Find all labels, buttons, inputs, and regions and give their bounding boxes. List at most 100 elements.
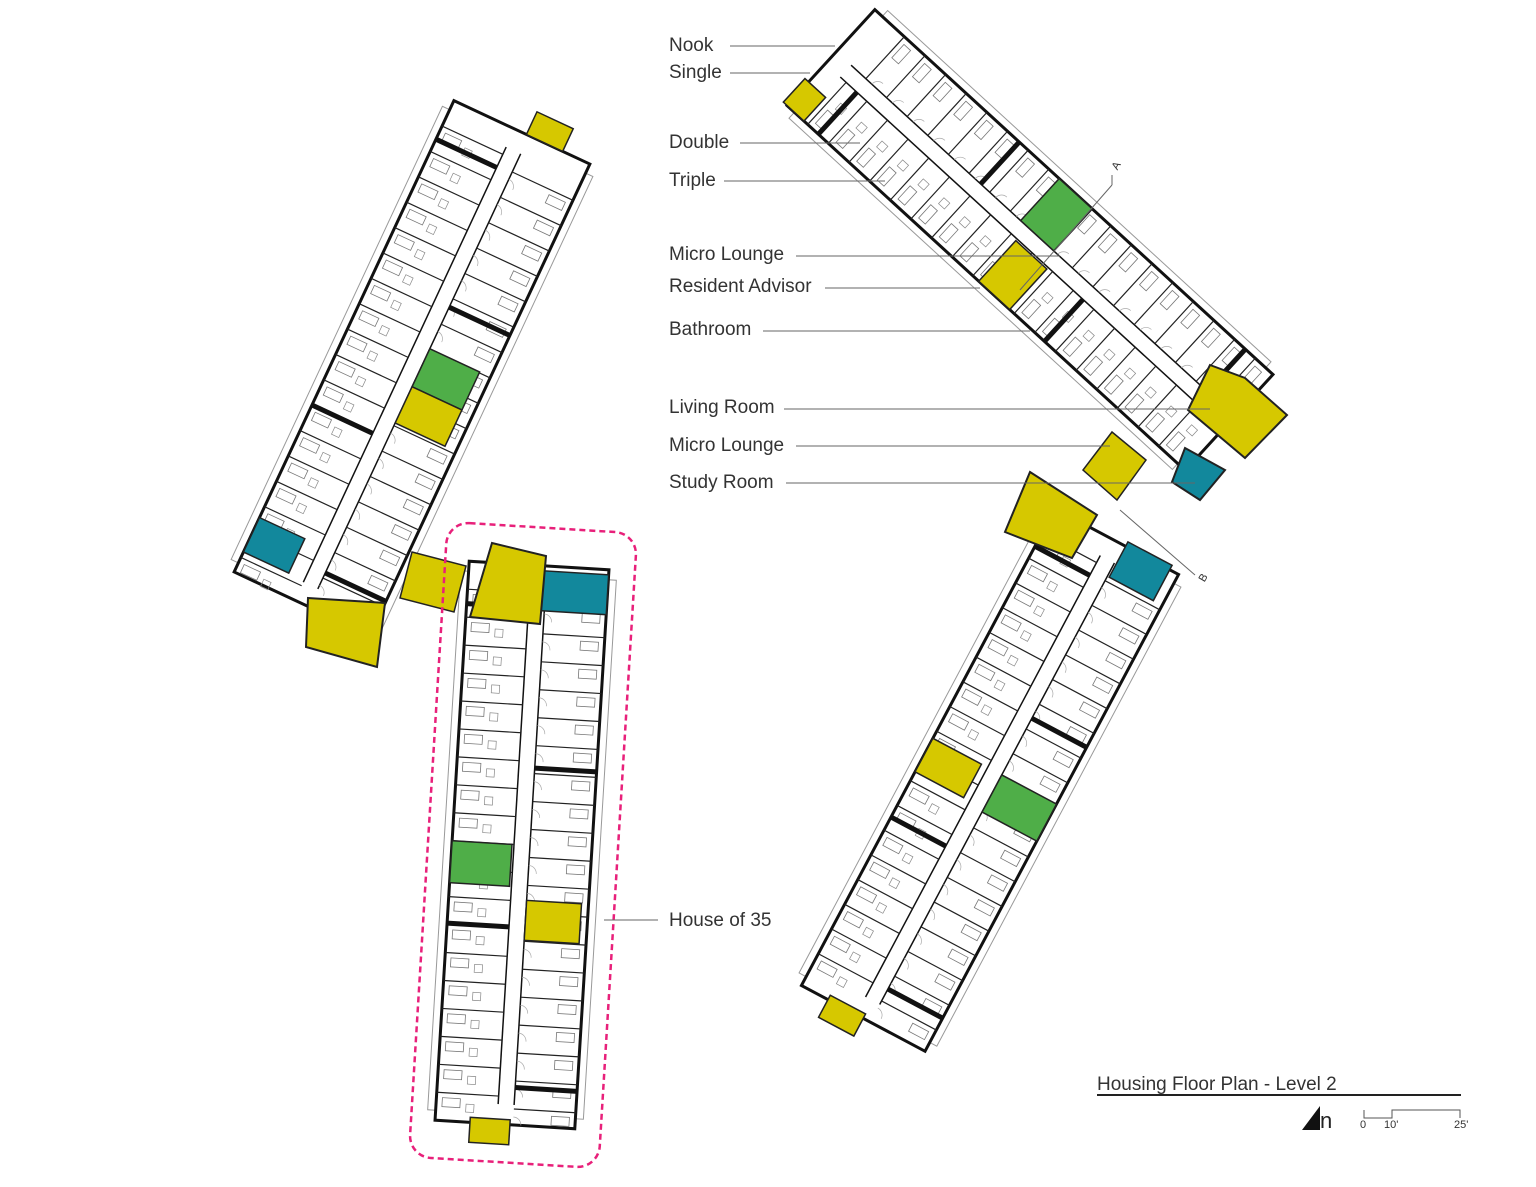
bed (576, 696, 596, 708)
desk (849, 951, 861, 964)
bed (918, 204, 938, 225)
desk (876, 140, 889, 153)
door-swing (956, 859, 962, 871)
door-swing (969, 834, 975, 846)
structural-wall (889, 814, 947, 849)
bed (1026, 564, 1049, 583)
bed (544, 194, 566, 211)
room-partition (276, 480, 338, 511)
room-partition (500, 196, 562, 227)
structural-wall (515, 1085, 578, 1094)
desk (475, 936, 485, 946)
door-swing (954, 156, 966, 161)
bed (1039, 775, 1061, 793)
bed (465, 705, 485, 717)
door-swing (523, 948, 532, 958)
bed (450, 957, 470, 969)
room-partition (394, 227, 456, 257)
room-partition (910, 780, 966, 811)
structural-wall (310, 402, 374, 436)
door-swing (540, 669, 549, 679)
door-swing (485, 229, 491, 241)
advisor-room (448, 839, 513, 888)
room-partition (358, 501, 420, 531)
desk (1019, 630, 1032, 642)
bed (555, 1032, 576, 1043)
door-swing (1022, 735, 1028, 748)
desk (390, 299, 402, 312)
room-partition (524, 940, 587, 946)
desk (466, 1075, 477, 1085)
door-swing (366, 483, 372, 495)
bed (1105, 651, 1127, 670)
bed (370, 284, 392, 302)
label-triple: Triple (669, 170, 716, 191)
door-swing (1087, 612, 1093, 624)
room-partition (406, 201, 468, 232)
door-swing (917, 933, 922, 945)
bed (1097, 233, 1118, 254)
bed (444, 1041, 465, 1053)
room-partition (441, 1007, 504, 1013)
room-partition (951, 214, 992, 258)
bed (559, 976, 579, 988)
room-partition (532, 800, 595, 806)
bed (1000, 614, 1022, 632)
door-swing (1061, 661, 1067, 673)
bed (932, 81, 953, 103)
scale-tick-0: 0 (1360, 1119, 1367, 1131)
room-partition (1013, 271, 1054, 315)
desk (472, 991, 482, 1002)
desk (927, 803, 940, 815)
bed (1083, 355, 1104, 376)
room-partition (894, 975, 950, 1006)
bed (460, 789, 480, 801)
desk (295, 502, 308, 515)
desk (307, 477, 319, 489)
bed (453, 901, 473, 913)
structural-wall (434, 136, 498, 170)
study-room (242, 516, 306, 575)
room-partition (436, 1091, 499, 1097)
door-swing (528, 865, 537, 874)
corridor-wall (513, 585, 547, 1106)
bed (911, 62, 932, 84)
bed (835, 128, 856, 149)
bed (574, 724, 594, 736)
bed (572, 752, 593, 764)
bed (1078, 701, 1101, 719)
living-room-east (1186, 363, 1289, 460)
desk (1103, 348, 1116, 361)
bed (959, 241, 980, 263)
desk (477, 908, 487, 918)
door-swing (473, 255, 479, 267)
desk (967, 728, 980, 741)
bed (550, 1115, 570, 1127)
desk (494, 628, 504, 638)
door-swing (930, 908, 935, 921)
desk (319, 451, 331, 464)
door-swing (1048, 686, 1054, 698)
bed (463, 733, 484, 745)
room-partition (537, 717, 600, 723)
lounge-room (523, 899, 583, 945)
wing-south-east (798, 506, 1182, 1054)
door-swing (1139, 327, 1152, 331)
desk (413, 248, 426, 261)
bed (560, 948, 581, 960)
desk (1046, 580, 1058, 593)
bed (986, 874, 1009, 892)
desk (465, 1103, 475, 1113)
bed (402, 498, 424, 516)
door-swing (535, 753, 544, 763)
corridor-wall (839, 76, 1210, 416)
door-swing (319, 584, 325, 597)
structural-wall (448, 304, 511, 338)
room-partition (947, 876, 1003, 907)
room-partition (381, 450, 444, 480)
room-partition (870, 854, 926, 885)
bed (473, 346, 495, 364)
bed (577, 668, 598, 680)
room-partition (541, 661, 604, 667)
